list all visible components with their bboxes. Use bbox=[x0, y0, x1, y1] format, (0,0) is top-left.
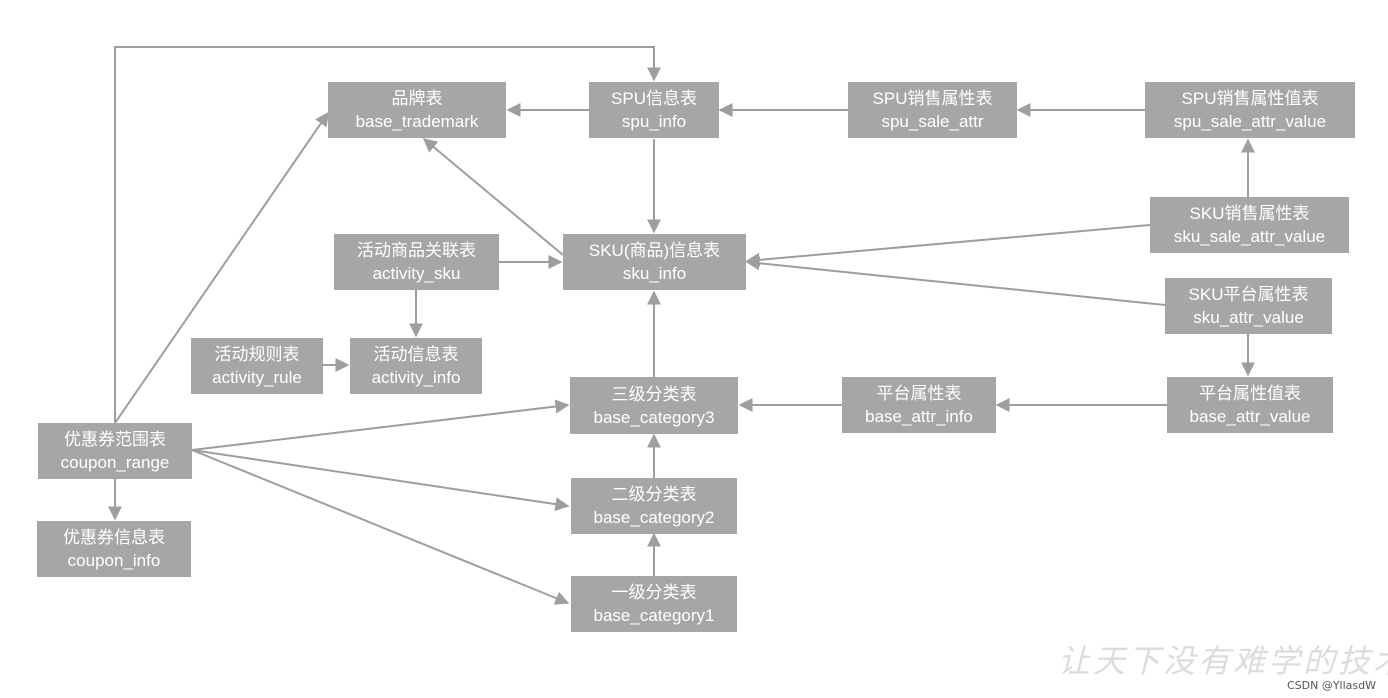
node-table-name: base_attr_value bbox=[1189, 407, 1311, 426]
node-title: 三级分类表 bbox=[611, 384, 697, 404]
node-title: SKU销售属性表 bbox=[1189, 204, 1310, 223]
node-title: 优惠券信息表 bbox=[63, 528, 165, 547]
node-table-name: base_category1 bbox=[593, 606, 715, 625]
node-title: SKU平台属性表 bbox=[1188, 285, 1309, 304]
node-table-name: base_category2 bbox=[593, 508, 715, 527]
node-table-name: sku_attr_value bbox=[1193, 308, 1304, 327]
edge-coupon-range-to-base-category2 bbox=[191, 449, 570, 512]
node-table-name: activity_rule bbox=[212, 368, 302, 387]
edge-sku-attr-value-to-sku-info bbox=[745, 256, 1166, 306]
node-title: 二级分类表 bbox=[611, 485, 697, 504]
node-title: SKU(商品)信息表 bbox=[588, 241, 721, 260]
node-table-name: sku_sale_attr_value bbox=[1173, 227, 1326, 246]
table-node-sku-info[interactable]: SKU(商品)信息表 sku_info bbox=[563, 234, 746, 290]
node-table-name: activity_sku bbox=[372, 264, 461, 283]
table-node-coupon-info[interactable]: 优惠券信息表 coupon_info bbox=[37, 521, 191, 577]
credit-text: CSDN @YllasdW bbox=[1286, 679, 1376, 692]
table-node-sku-attr-value[interactable]: SKU平台属性表 sku_attr_value bbox=[1165, 278, 1332, 334]
node-table-name: coupon_range bbox=[60, 453, 170, 472]
table-node-spu-sale-attr-value[interactable]: SPU销售属性值表 spu_sale_attr_value bbox=[1145, 82, 1355, 138]
watermark-text: 让天下没有难学的技术 bbox=[1058, 642, 1388, 680]
node-table-name: spu_sale_attr bbox=[881, 112, 984, 131]
table-node-base-category3[interactable]: 三级分类表 base_category3 bbox=[570, 377, 738, 434]
node-title: 平台属性值表 bbox=[1199, 384, 1301, 403]
node-title: 优惠券范围表 bbox=[64, 430, 166, 449]
edge-coupon-range-to-base-trademark bbox=[114, 111, 329, 424]
node-title: 一级分类表 bbox=[611, 583, 697, 602]
table-node-base-category1[interactable]: 一级分类表 base_category1 bbox=[571, 576, 737, 632]
node-title: SPU销售属性表 bbox=[872, 89, 993, 108]
edge-sku-info-to-base-trademark bbox=[422, 138, 564, 256]
table-node-base-attr-value[interactable]: 平台属性值表 base_attr_value bbox=[1167, 377, 1333, 433]
table-node-activity-rule[interactable]: 活动规则表 activity_rule bbox=[191, 338, 323, 394]
table-node-spu-info[interactable]: SPU信息表 spu_info bbox=[589, 82, 719, 138]
table-node-activity-info[interactable]: 活动信息表 activity_info bbox=[350, 338, 482, 394]
table-node-base-trademark[interactable]: 品牌表 base_trademark bbox=[328, 82, 506, 138]
table-node-base-category2[interactable]: 二级分类表 base_category2 bbox=[571, 478, 737, 534]
node-table-name: spu_info bbox=[621, 112, 687, 131]
edge-coupon-range-to-base-category3 bbox=[191, 399, 570, 451]
node-title: 品牌表 bbox=[391, 89, 443, 108]
node-table-name: sku_info bbox=[622, 264, 687, 283]
node-table-name: coupon_info bbox=[67, 551, 161, 570]
node-title: SPU信息表 bbox=[611, 89, 697, 108]
node-title: SPU销售属性值表 bbox=[1181, 89, 1319, 108]
node-table-name: base_category3 bbox=[593, 407, 715, 427]
node-table-name: spu_sale_attr_value bbox=[1173, 112, 1327, 131]
node-title: 活动商品关联表 bbox=[357, 241, 476, 260]
table-node-activity-sku[interactable]: 活动商品关联表 activity_sku bbox=[334, 234, 499, 290]
edge-coupon-range-to-spu-info bbox=[114, 46, 661, 423]
node-table-name: activity_info bbox=[371, 368, 461, 387]
table-node-sku-sale-attr-value[interactable]: SKU销售属性表 sku_sale_attr_value bbox=[1150, 197, 1349, 253]
edge-coupon-range-to-base-category1 bbox=[191, 449, 570, 605]
table-node-base-attr-info[interactable]: 平台属性表 base_attr_info bbox=[842, 377, 996, 433]
node-title: 活动信息表 bbox=[373, 345, 459, 364]
edge-sku-sale-attr-value-to-sku-info bbox=[745, 224, 1151, 267]
node-table-name: base_attr_info bbox=[865, 407, 973, 426]
table-node-coupon-range[interactable]: 优惠券范围表 coupon_range bbox=[38, 423, 192, 479]
node-title: 平台属性表 bbox=[876, 384, 962, 403]
node-title: 活动规则表 bbox=[214, 345, 300, 364]
table-node-spu-sale-attr[interactable]: SPU销售属性表 spu_sale_attr bbox=[848, 82, 1017, 138]
node-table-name: base_trademark bbox=[355, 112, 479, 131]
